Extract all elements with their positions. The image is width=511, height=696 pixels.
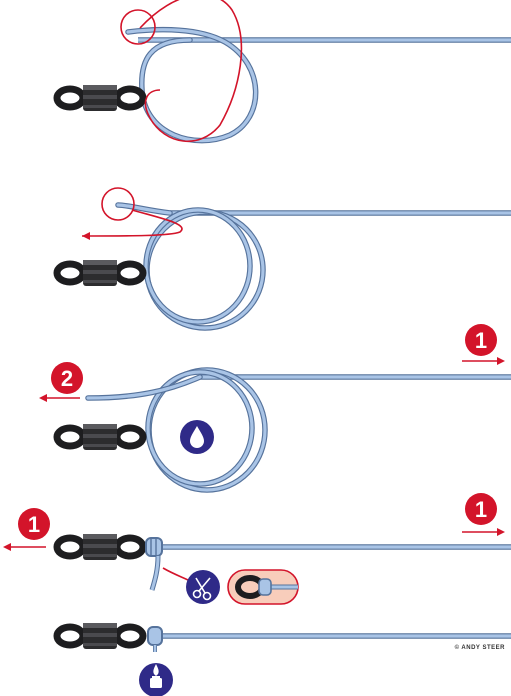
scissors-icon: [186, 570, 220, 604]
water-drop-icon: [180, 420, 214, 454]
svg-text:1: 1: [28, 512, 40, 537]
step-badge-1-right: 1: [465, 493, 497, 525]
svg-text:1: 1: [475, 497, 487, 522]
swivel: [57, 623, 143, 649]
step-badge-1-left: 1: [18, 508, 50, 540]
double-loop: [115, 202, 266, 331]
step-5: [57, 623, 511, 696]
swivel: [57, 85, 143, 111]
tag-end-path: [139, 0, 243, 142]
pull-arrow-left: [39, 394, 80, 402]
svg-text:1: 1: [475, 328, 487, 353]
step-badge-2: 2: [51, 362, 83, 394]
tag-end-circle: [101, 187, 135, 221]
tightening-loop: [85, 367, 268, 493]
svg-text:2: 2: [61, 366, 73, 391]
swivel: [57, 534, 143, 560]
pull-arrow: [81, 209, 183, 240]
tied-knot: [145, 537, 163, 591]
pull-arrow-left: [3, 543, 46, 551]
step-1: [57, 0, 511, 144]
tag-end-circle: [120, 9, 156, 45]
swivel: [57, 424, 143, 450]
pull-arrow-right: [462, 528, 505, 536]
pull-arrow-right: [462, 357, 505, 365]
step-3: 1 2: [39, 324, 511, 493]
finished-knot: [147, 626, 163, 652]
trimmed-detail-inset: [227, 569, 299, 605]
lighter-icon: [139, 663, 173, 696]
step-4: 1 1: [3, 493, 511, 605]
swivel: [57, 260, 143, 286]
line-loop: [125, 26, 259, 144]
credit-text: © ANDY STEER: [454, 645, 505, 651]
step-2: [57, 187, 511, 331]
step-badge-1: 1: [465, 324, 497, 356]
